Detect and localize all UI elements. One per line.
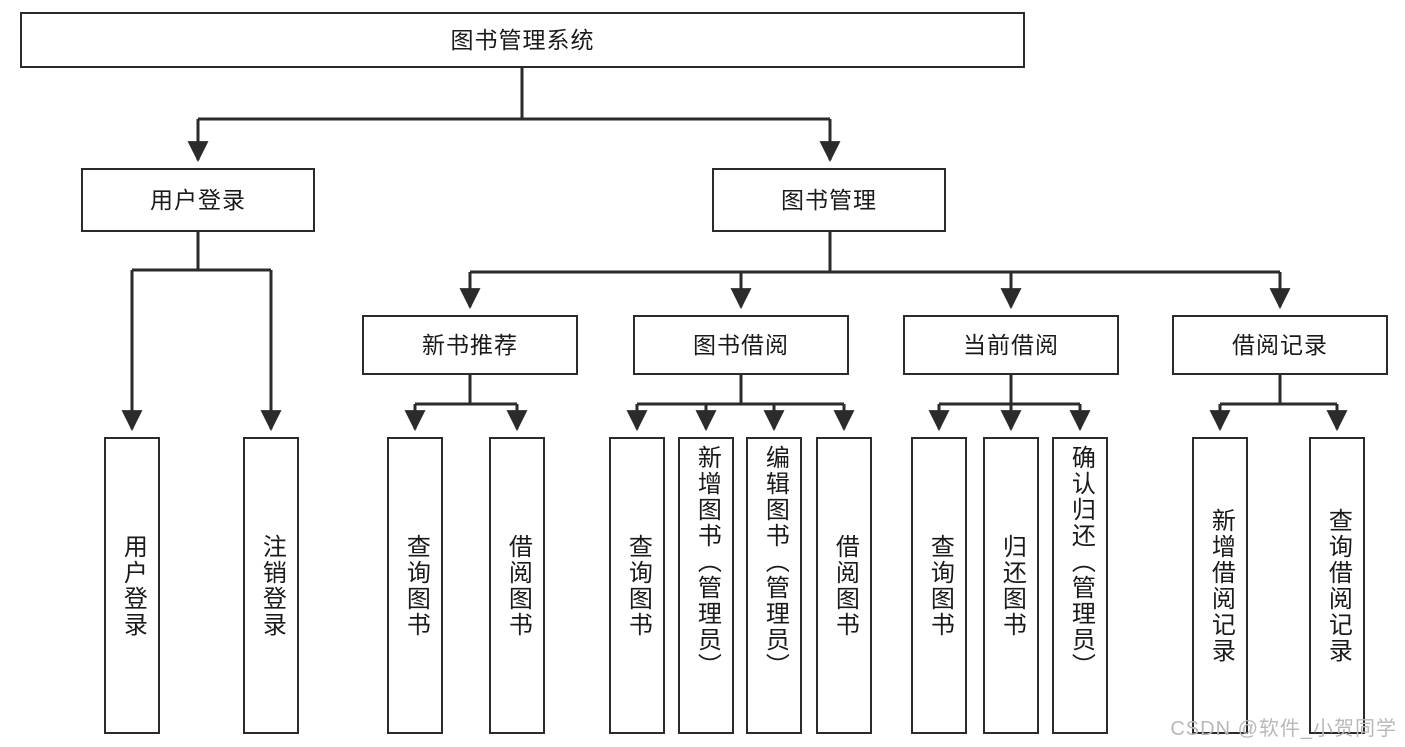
node-borrow-record-label: 借阅记录 (1232, 331, 1328, 358)
node-leaf-borrow-book-1-label: 借阅图书 (504, 533, 532, 638)
node-leaf-query-book-3[interactable]: 查询图书 (911, 437, 967, 734)
node-leaf-query-book-3-label: 查询图书 (926, 533, 954, 638)
node-book-manage-label: 图书管理 (781, 186, 877, 213)
watermark-text: CSDN @软件_小贺同学 (1170, 718, 1397, 740)
node-leaf-edit-book-label: 编辑图书（管理员） (761, 445, 789, 679)
node-leaf-edit-book[interactable]: 编辑图书（管理员） (746, 437, 802, 734)
node-leaf-confirm-return[interactable]: 确认归还（管理员） (1052, 437, 1108, 734)
node-leaf-confirm-return-label: 确认归还（管理员） (1067, 445, 1095, 679)
node-current-borrow[interactable]: 当前借阅 (903, 315, 1119, 375)
node-new-book-rec[interactable]: 新书推荐 (362, 315, 578, 375)
node-leaf-return-book[interactable]: 归还图书 (983, 437, 1039, 734)
node-leaf-query-record[interactable]: 查询借阅记录 (1309, 437, 1365, 734)
node-user-login-label: 用户登录 (150, 186, 246, 213)
node-leaf-return-book-label: 归还图书 (998, 533, 1026, 638)
node-leaf-borrow-book-2-label: 借阅图书 (831, 533, 859, 638)
node-leaf-query-record-label: 查询借阅记录 (1324, 507, 1352, 664)
node-leaf-borrow-book-2[interactable]: 借阅图书 (816, 437, 872, 734)
node-leaf-add-record-label: 新增借阅记录 (1207, 507, 1235, 664)
node-leaf-user-logout[interactable]: 注销登录 (243, 437, 299, 734)
node-book-borrow-label: 图书借阅 (693, 331, 789, 358)
node-new-book-rec-label: 新书推荐 (422, 331, 518, 358)
node-root[interactable]: 图书管理系统 (20, 12, 1025, 68)
node-root-label: 图书管理系统 (450, 26, 595, 53)
node-leaf-add-book-label: 新增图书（管理员） (693, 445, 721, 679)
node-borrow-record[interactable]: 借阅记录 (1172, 315, 1388, 375)
node-leaf-user-login-label: 用户登录 (119, 533, 147, 638)
node-book-borrow[interactable]: 图书借阅 (633, 315, 849, 375)
node-leaf-user-login[interactable]: 用户登录 (104, 437, 160, 734)
node-book-manage[interactable]: 图书管理 (712, 168, 946, 232)
node-leaf-query-book-1-label: 查询图书 (402, 533, 430, 638)
node-leaf-add-book[interactable]: 新增图书（管理员） (678, 437, 734, 734)
node-user-login[interactable]: 用户登录 (81, 168, 315, 232)
node-leaf-add-record[interactable]: 新增借阅记录 (1192, 437, 1248, 734)
node-leaf-query-book-2[interactable]: 查询图书 (609, 437, 665, 734)
node-leaf-user-logout-label: 注销登录 (258, 533, 286, 638)
node-leaf-query-book-2-label: 查询图书 (624, 533, 652, 638)
node-leaf-query-book-1[interactable]: 查询图书 (387, 437, 443, 734)
node-current-borrow-label: 当前借阅 (963, 331, 1059, 358)
node-leaf-borrow-book-1[interactable]: 借阅图书 (489, 437, 545, 734)
